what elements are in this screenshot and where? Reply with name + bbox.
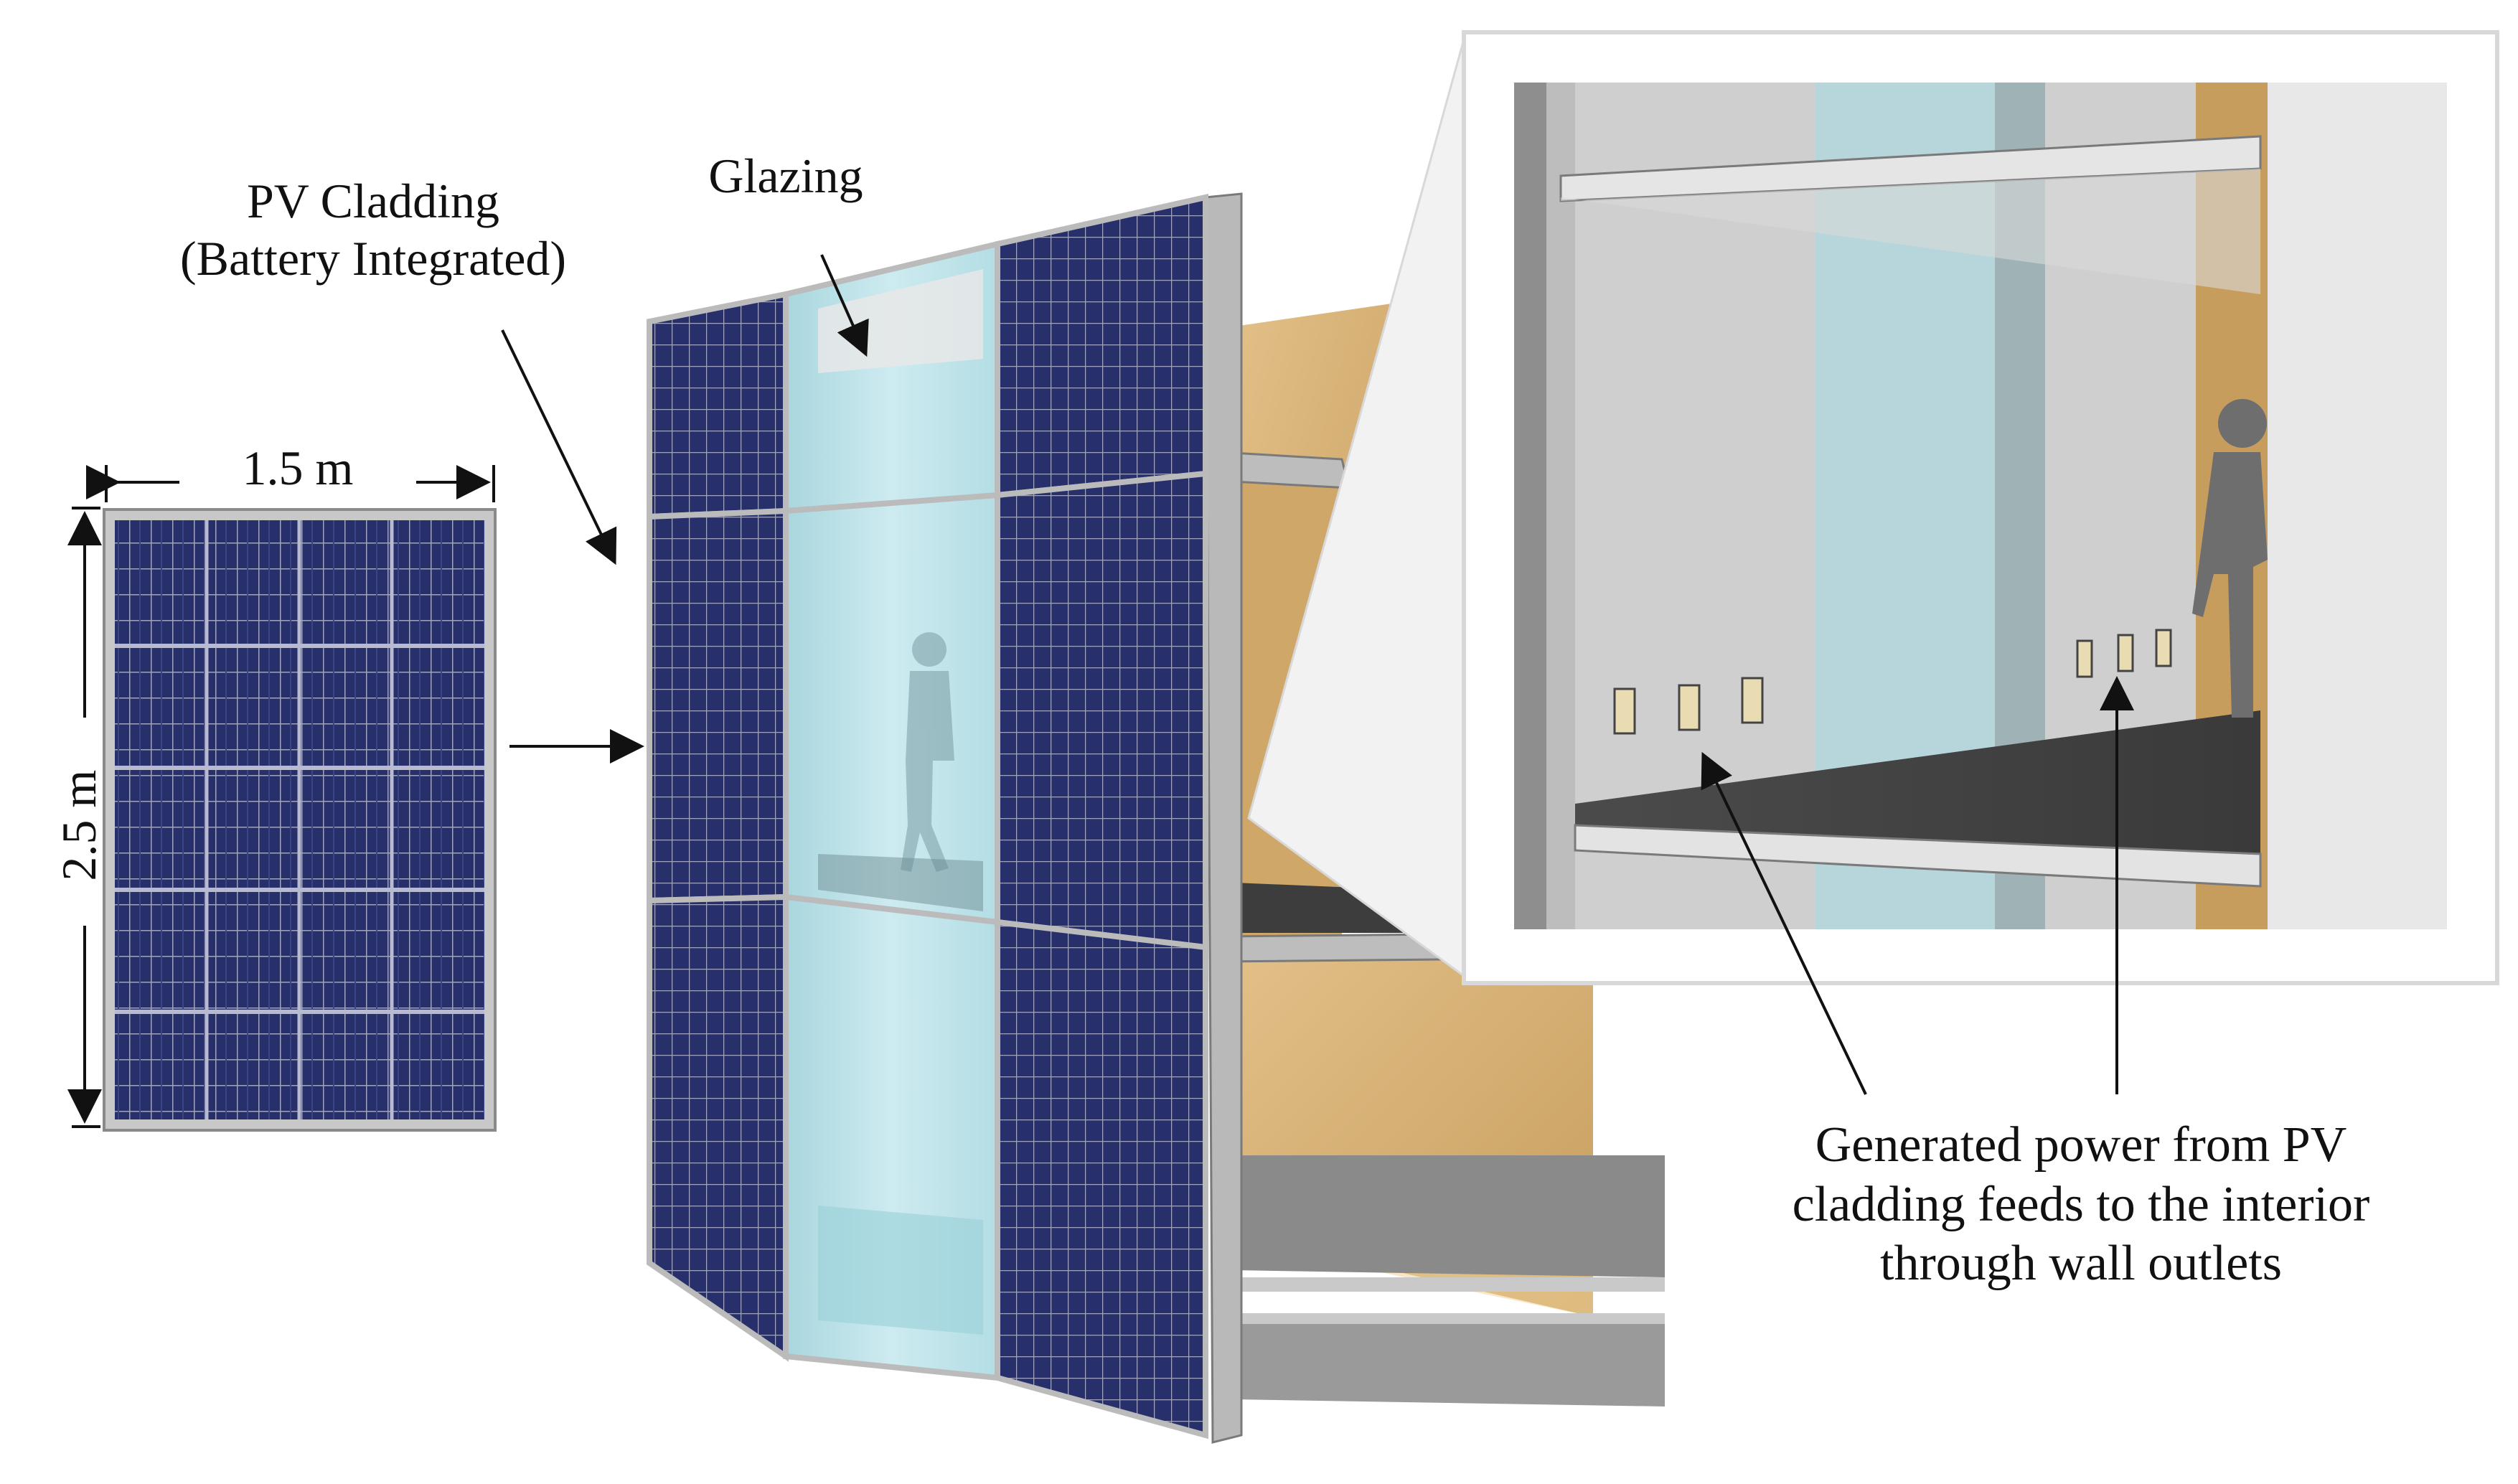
outlet-arrow-left (1701, 751, 1867, 1095)
pv-cladding-line1: PV Cladding (246, 174, 500, 228)
caption-line3: through wall outlets (1880, 1236, 2282, 1292)
height-dimension (67, 507, 102, 1128)
caption-line2: cladding feeds to the interior (1792, 1176, 2370, 1232)
facade (647, 192, 1243, 1444)
glazing-arrow (820, 254, 869, 357)
person-silhouette (901, 632, 954, 872)
interior-callout (1247, 30, 2499, 985)
width-dimension-label: 1.5 m (242, 441, 354, 495)
caption-line1: Generated power from PV (1815, 1117, 2347, 1173)
width-dimension (86, 465, 495, 502)
person-figure (2192, 399, 2268, 718)
pv-cladding-line2: (Battery Integrated) (179, 231, 567, 286)
pv-panel-detail (103, 508, 497, 1132)
pv-cladding-arrow (501, 329, 617, 565)
leader-arrows (501, 254, 2134, 1095)
height-dimension-label: 2.5 m (51, 769, 106, 881)
pv-cladding-label: PV Cladding (Battery Integrated) (122, 172, 624, 287)
glazing-label: Glazing (708, 149, 863, 203)
caption-label: Generated power from PV cladding feeds t… (1693, 1116, 2468, 1294)
wall-outlet (1613, 629, 2172, 735)
